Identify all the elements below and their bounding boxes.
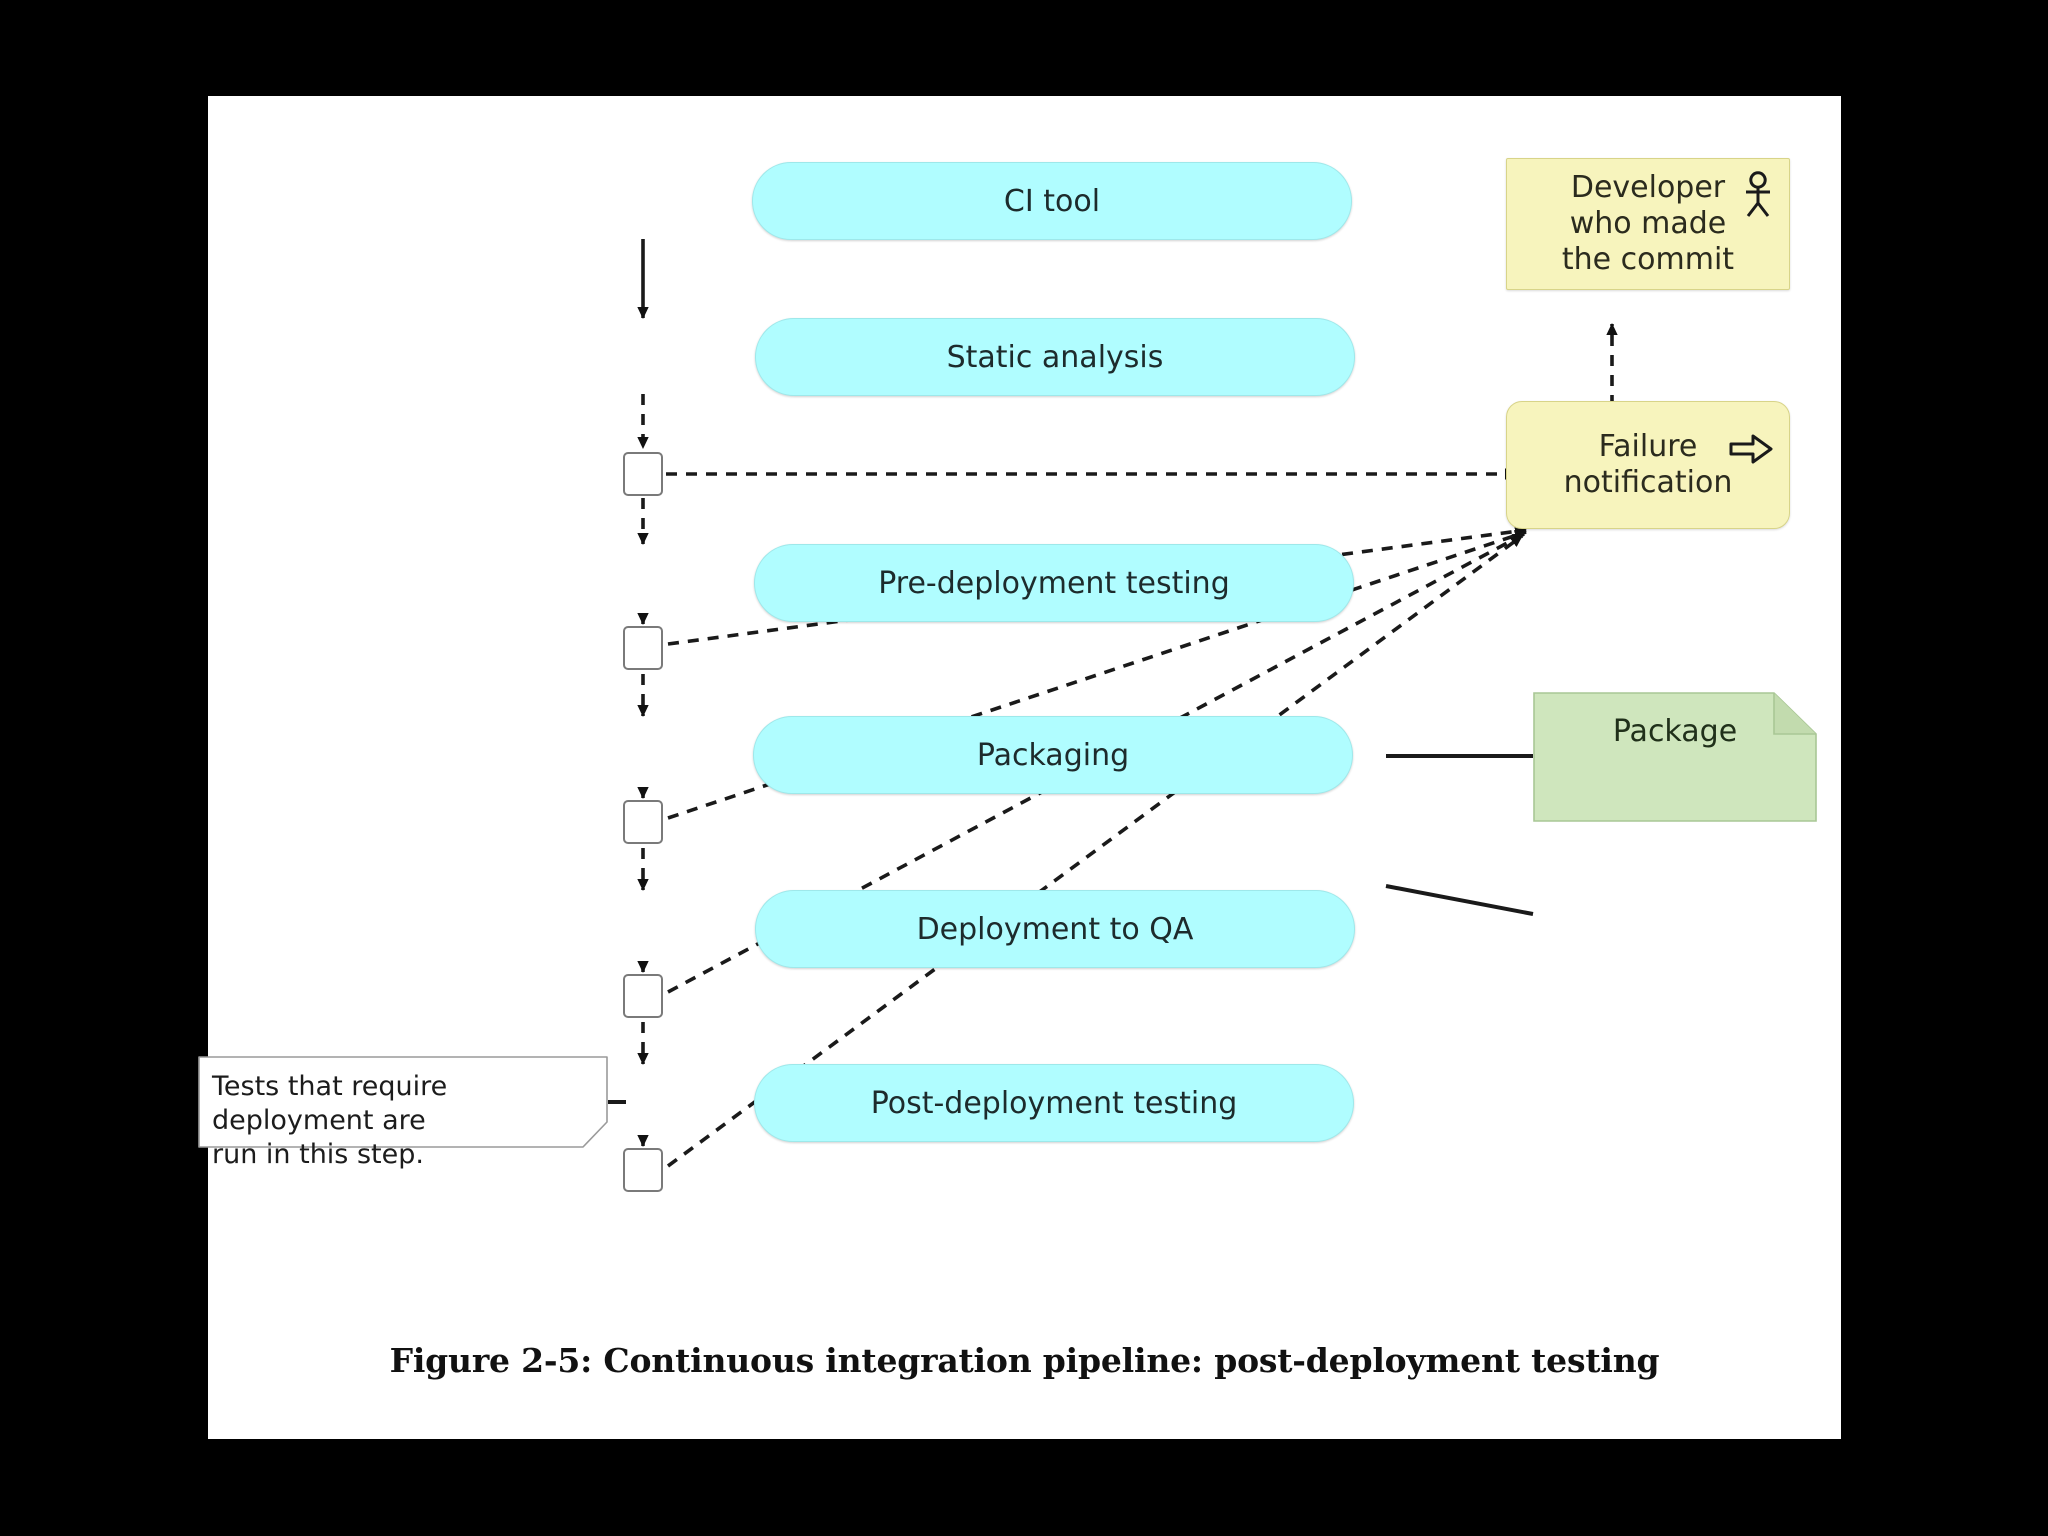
callout-shape: [198, 1056, 608, 1148]
activity-node-static-analysis[interactable]: Static analysis: [755, 318, 1355, 396]
artifact-shape: [1533, 692, 1817, 822]
activity-node-deployment-to-qa[interactable]: Deployment to QA: [755, 890, 1355, 968]
edge-package-artifact-to-deployment-to-qa: [1385, 884, 1534, 916]
note-line-1: Developer: [1570, 170, 1726, 205]
note-text: Tests that require deployment are run in…: [212, 1070, 592, 1172]
send-signal-arrow-icon: [1729, 434, 1773, 464]
ci-pipeline-diagram: CI tool Static analysis Pre-deployment t…: [198, 96, 1841, 1439]
note-line-2: who made: [1569, 206, 1727, 241]
activity-label: Deployment to QA: [916, 911, 1194, 947]
activity-node-ci-tool[interactable]: CI tool: [752, 162, 1352, 240]
checkpoint-after-static-analysis[interactable]: [623, 452, 663, 496]
activity-label: Post-deployment testing: [870, 1085, 1238, 1121]
artifact-package[interactable]: Package: [1533, 692, 1817, 822]
note-line-1: Failure: [1598, 429, 1698, 464]
note-line-3: the commit: [1561, 242, 1735, 277]
document-page: CI tool Static analysis Pre-deployment t…: [198, 96, 1841, 1439]
note-line-1: Tests that require deployment are: [212, 1071, 448, 1136]
activity-label: Pre-deployment testing: [878, 565, 1230, 601]
note-developer-who-made-the-commit[interactable]: Developer who made the commit: [1506, 158, 1790, 290]
edge-checkpoint2-to-failure-notification: [667, 525, 1527, 646]
activity-label: Packaging: [976, 737, 1130, 773]
checkpoint-after-deployment-to-qa[interactable]: [623, 974, 663, 1018]
note-failure-notification[interactable]: Failure notification: [1506, 401, 1790, 529]
note-text: Failure notification: [1558, 429, 1739, 501]
activity-node-post-deployment-testing[interactable]: Post-deployment testing: [754, 1064, 1354, 1142]
note-line-2: notification: [1563, 465, 1733, 500]
figure-caption: Figure 2-5: Continuous integration pipel…: [389, 1341, 1660, 1380]
checkpoint-after-packaging[interactable]: [623, 800, 663, 844]
actor-stick-figure-icon: [1746, 171, 1770, 217]
activity-label: CI tool: [1003, 183, 1101, 219]
activity-node-packaging[interactable]: Packaging: [753, 716, 1353, 794]
artifact-label: Package: [1612, 714, 1738, 749]
note-line-2: run in this step.: [212, 1139, 424, 1170]
checkpoint-after-pre-deployment-testing[interactable]: [623, 626, 663, 670]
checkpoint-after-post-deployment-testing[interactable]: [623, 1148, 663, 1192]
edge-checkpoint5-to-failure-notification: [666, 534, 1524, 1168]
note-comment-tests-require-deployment[interactable]: Tests that require deployment are run in…: [198, 1056, 608, 1170]
note-text: Developer who made the commit: [1556, 170, 1740, 278]
activity-node-pre-deployment-testing[interactable]: Pre-deployment testing: [754, 544, 1354, 622]
activity-label: Static analysis: [946, 339, 1164, 375]
